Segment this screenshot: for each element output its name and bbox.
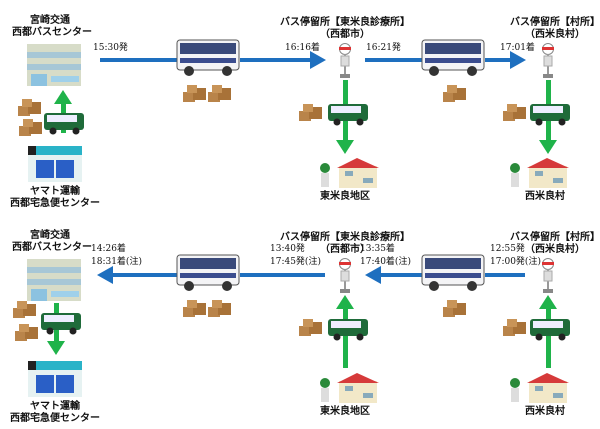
parcel-icon <box>12 300 38 324</box>
area-label: 西米良村 <box>525 406 565 417</box>
origin-label: 宮崎交通西都バスセンター <box>12 15 92 39</box>
delivery-van-icon <box>529 316 573 346</box>
parcel-icon <box>502 103 528 127</box>
depart-time: 16:21発 <box>366 43 401 53</box>
parcel-icon <box>207 84 233 108</box>
stop1-label: バス停留所【東米良診療所】（西都市） <box>280 17 410 41</box>
bus-icon <box>175 253 241 297</box>
arrive-times: 14:26着 18:31着(注) <box>91 243 142 269</box>
depot-label: ヤマト運輸西都宅急便センター <box>5 186 105 210</box>
stop2-line1: バス停留所【村所】 <box>510 17 600 28</box>
stop2-label: バス停留所【村所】（西米良村） <box>505 17 600 41</box>
parcel-icon <box>442 299 468 323</box>
bus-icon <box>420 38 486 82</box>
stop2-line2: （西米良村） <box>525 29 585 40</box>
house-courier-icon <box>315 371 381 409</box>
bus-icon <box>175 38 241 82</box>
parcel-icon <box>182 299 208 323</box>
arrow-right-icon <box>310 51 326 69</box>
arrow-left-icon <box>97 266 113 284</box>
outbound-row: 宮崎交通西都バスセンター ヤマト運輸西都宅急便センター 15:30発 バス停留所… <box>5 15 600 210</box>
arrow-right-icon <box>510 51 526 69</box>
bus-center-building-icon <box>27 44 81 90</box>
depart-times: 12:55発 17:00発(注) <box>490 243 541 269</box>
bus-center-building-icon <box>27 259 81 305</box>
arrow-up-icon <box>336 295 354 309</box>
depot-line2: 西都宅急便センター <box>10 198 100 209</box>
arrive-time-note: 18:31着(注) <box>91 257 142 267</box>
bus-stop-icon <box>338 43 352 83</box>
delivery-van-icon <box>529 101 573 131</box>
arrow-up-icon <box>54 90 72 104</box>
depart-time: 12:55発 <box>490 244 525 254</box>
bus-icon <box>420 253 486 297</box>
origin-label: 宮崎交通西都バスセンター <box>12 230 92 254</box>
stop2-label: バス停留所【村所】（西米良村） <box>505 232 600 256</box>
bus-stop-icon <box>541 258 555 298</box>
area-label: 東米良地区 <box>320 406 370 417</box>
parcel-icon <box>17 98 43 122</box>
house-courier-icon <box>315 156 381 194</box>
delivery-van-icon <box>327 101 371 131</box>
depot-line2: 西都宅急便センター <box>10 413 100 424</box>
yamato-center-icon <box>28 361 82 401</box>
depart-time: 15:30発 <box>93 43 128 53</box>
depot-line1: ヤマト運輸 <box>30 186 80 197</box>
stop1-line2: （西都市） <box>320 244 370 255</box>
delivery-van-icon <box>43 110 87 140</box>
origin-line2: 西都バスセンター <box>12 27 92 38</box>
depart-time-note: 17:00発(注) <box>490 257 541 267</box>
parcel-icon <box>298 318 324 342</box>
bus-stop-icon <box>338 258 352 298</box>
yamato-center-icon <box>28 146 82 186</box>
arrow-down-icon <box>336 140 354 154</box>
depart-time: 13:40発 <box>270 244 305 254</box>
arrive-time: 13:35着 <box>360 244 395 254</box>
arrive-time: 17:01着 <box>500 43 535 53</box>
delivery-van-icon <box>327 316 371 346</box>
stop1-line2: （西都市） <box>320 29 370 40</box>
arrive-times: 13:35着 17:40着(注) <box>360 243 411 269</box>
origin-line2: 西都バスセンター <box>12 242 92 253</box>
stop2-line1: バス停留所【村所】 <box>510 232 600 243</box>
depot-line1: ヤマト運輸 <box>30 401 80 412</box>
area-label: 西米良村 <box>525 191 565 202</box>
area-label: 東米良地区 <box>320 191 370 202</box>
stop1-line1: バス停留所【東米良診療所】 <box>280 232 410 243</box>
depot-label: ヤマト運輸西都宅急便センター <box>5 401 105 425</box>
arrive-time: 16:16着 <box>285 43 320 53</box>
house-courier-icon <box>505 371 571 409</box>
depart-times: 13:40発 17:45発(注) <box>270 243 321 269</box>
parcel-icon <box>18 118 44 142</box>
arrive-time-note: 17:40着(注) <box>360 257 411 267</box>
stop1-label: バス停留所【東米良診療所】（西都市） <box>280 232 410 256</box>
house-courier-icon <box>505 156 571 194</box>
parcel-icon <box>182 84 208 108</box>
parcel-icon <box>207 299 233 323</box>
arrow-up-icon <box>539 295 557 309</box>
parcel-icon <box>14 323 40 347</box>
inbound-row: 宮崎交通西都バスセンター 14:26着 18:31着(注) ヤマト運輸西都宅急便セ… <box>0 215 600 429</box>
parcel-icon <box>298 103 324 127</box>
arrow-left-icon <box>365 266 381 284</box>
parcel-icon <box>502 318 528 342</box>
origin-line1: 宮崎交通 <box>30 230 70 241</box>
arrow-down-icon <box>47 341 65 355</box>
arrive-time: 14:26着 <box>91 244 126 254</box>
stop1-line1: バス停留所【東米良診療所】 <box>280 17 410 28</box>
parcel-icon <box>442 84 468 108</box>
bus-stop-icon <box>541 43 555 83</box>
stop2-line2: （西米良村） <box>525 244 585 255</box>
depart-time-note: 17:45発(注) <box>270 257 321 267</box>
arrow-down-icon <box>539 140 557 154</box>
origin-line1: 宮崎交通 <box>30 15 70 26</box>
delivery-van-icon <box>40 310 84 340</box>
